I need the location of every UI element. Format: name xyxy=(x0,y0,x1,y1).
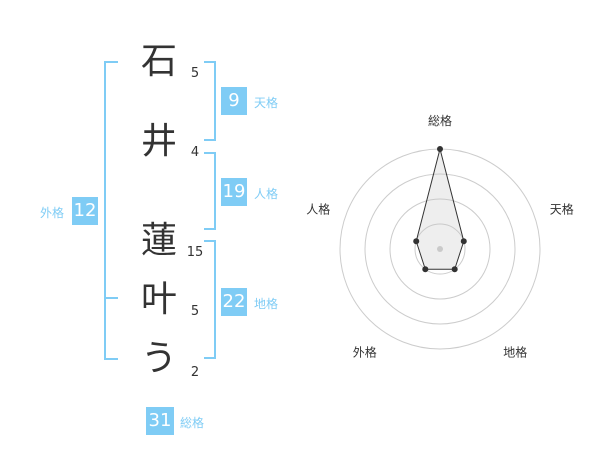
radar-axis-label-1: 総格 xyxy=(428,113,452,128)
tenkaku-label: 天格 xyxy=(254,96,279,110)
radar-point-3 xyxy=(451,266,458,273)
stroke-count-5: 2 xyxy=(190,365,200,380)
radar-axis-label-3: 地格 xyxy=(503,345,527,360)
jinkaku-bracket xyxy=(204,152,216,230)
stroke-count-3: 15 xyxy=(186,245,204,260)
radar-ring-3 xyxy=(364,173,516,325)
stroke-count-1: 5 xyxy=(190,66,200,81)
gaikaku-label: 外格 xyxy=(40,206,65,220)
radar-center-dot xyxy=(437,246,443,252)
gaikaku-bracket xyxy=(104,61,118,360)
radar-point-4 xyxy=(422,266,429,273)
soukaku-label: 総格 xyxy=(180,416,205,430)
radar-ring-2 xyxy=(389,198,491,300)
jinkaku-value-badge: 19 xyxy=(221,178,247,206)
name-char-1: 石 xyxy=(140,41,177,82)
jinkaku-label: 人格 xyxy=(254,187,279,201)
radar-data-polygon xyxy=(415,148,465,270)
chikaku-label: 地格 xyxy=(254,297,279,311)
radar-point-1 xyxy=(437,146,443,152)
gaikaku-value-badge: 12 xyxy=(72,197,98,225)
chikaku-value-badge: 22 xyxy=(221,288,247,316)
tenkaku-value-badge: 9 xyxy=(221,87,247,115)
chikaku-bracket xyxy=(204,240,216,359)
stroke-count-2: 4 xyxy=(190,145,200,160)
radar-axis-label-4: 外格 xyxy=(353,345,377,360)
name-char-2: 井 xyxy=(140,121,177,162)
name-char-4: 叶 xyxy=(140,279,177,320)
name-char-5: う xyxy=(140,338,177,379)
radar-axis-label-2: 天格 xyxy=(550,201,574,216)
radar-axis-label-5: 人格 xyxy=(306,201,330,216)
radar-ring-1 xyxy=(414,223,466,275)
stroke-count-4: 5 xyxy=(190,304,200,319)
name-char-3: 蓮 xyxy=(140,220,177,261)
tenkaku-bracket xyxy=(204,61,216,141)
gaikaku-divider-tick xyxy=(104,297,118,299)
radar-point-2 xyxy=(460,238,467,245)
radar-point-5 xyxy=(413,238,420,245)
soukaku-value-badge: 31 xyxy=(146,407,174,435)
